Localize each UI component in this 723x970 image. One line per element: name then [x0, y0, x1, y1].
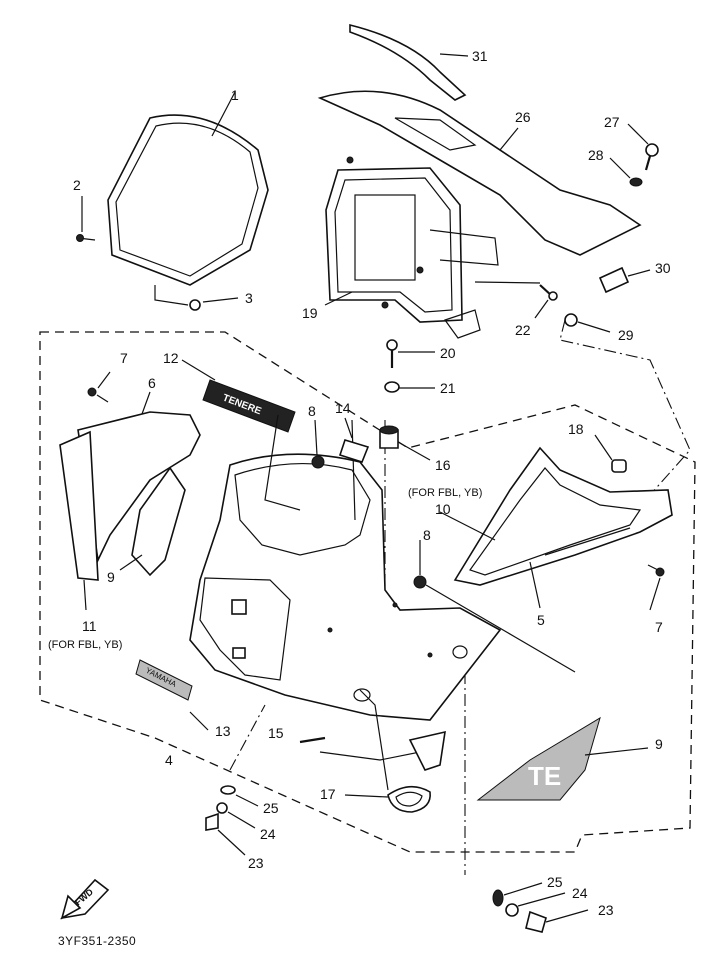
callout-22: 22: [515, 322, 531, 338]
callout-28: 28: [588, 147, 604, 163]
yamaha-emblem: YAMAHA: [135, 659, 209, 731]
callout-18: 18: [568, 421, 584, 437]
windshield: [107, 91, 269, 286]
damper-16: [379, 425, 431, 461]
callout-10: 10: [435, 501, 451, 517]
fwd-arrow-icon: FWD: [60, 878, 110, 920]
washer-28: [609, 157, 643, 187]
callout-23-right: 23: [598, 902, 614, 918]
callout-24-right: 24: [572, 885, 588, 901]
callout-9-right: 9: [655, 736, 663, 752]
callout-15: 15: [268, 725, 284, 741]
callout-7-right: 7: [655, 619, 663, 635]
tenere-emblem: TENERE: [181, 359, 296, 433]
nut-8-lower: [413, 540, 576, 673]
bolt-18: [594, 434, 627, 473]
callout-12: 12: [163, 350, 179, 366]
screw-20: [386, 339, 435, 368]
callout-21: 21: [440, 380, 456, 396]
callout-8-upper: 8: [308, 403, 316, 419]
main-cowling-4: [189, 414, 502, 721]
note-fbl-yb-left: (FOR FBL, YB): [48, 639, 122, 651]
callout-23-left: 23: [248, 855, 264, 871]
side-cover-11: [59, 430, 99, 611]
callout-20: 20: [440, 345, 456, 361]
side-cover-10: [453, 446, 673, 586]
callout-8-lower: 8: [423, 527, 431, 543]
decal-text: TE: [528, 761, 561, 791]
screw-27: [627, 123, 659, 171]
fastener-set-left: [205, 785, 259, 856]
callout-6: 6: [148, 375, 156, 391]
inner-panel-26: [317, 90, 642, 256]
bracket: [408, 730, 446, 771]
screw-7-right: [647, 564, 665, 611]
callout-5: 5: [537, 612, 545, 628]
leader-dashdot-4: [229, 704, 266, 771]
nut-29: [564, 313, 611, 333]
screw-2: [76, 196, 96, 242]
callout-13: 13: [215, 723, 231, 739]
trim-31: [349, 23, 469, 101]
leader-10: [439, 511, 496, 541]
callout-1: 1: [231, 87, 239, 103]
fastener-set-right: [492, 882, 589, 933]
callout-19: 19: [302, 305, 318, 321]
callout-11: 11: [82, 618, 97, 634]
note-fbl-yb-center: (FOR FBL, YB): [408, 487, 482, 499]
decal-9-right: TE: [476, 716, 649, 801]
callout-25-left: 25: [263, 800, 279, 816]
pad-30: [598, 266, 651, 294]
callout-25-right: 25: [547, 874, 563, 890]
diagram-code: 3YF351-2350: [58, 934, 136, 948]
nut-8-upper: [311, 419, 325, 469]
callout-3: 3: [245, 290, 253, 306]
screw-22: [474, 281, 558, 319]
callout-17: 17: [320, 786, 336, 802]
assembly-boundary: [39, 331, 696, 853]
leader-dashdot-1: [559, 319, 691, 496]
stay-bracket: [324, 156, 499, 339]
decal-9-left: [119, 466, 186, 577]
callout-7-left: 7: [120, 350, 128, 366]
grommet-21: [384, 381, 435, 393]
screw-7-left: [87, 371, 111, 403]
callout-9-left: 9: [107, 569, 115, 585]
callout-14: 14: [335, 400, 351, 416]
callout-2: 2: [73, 177, 81, 193]
callout-24-left: 24: [260, 826, 276, 842]
callout-16: 16: [435, 457, 451, 473]
callout-4: 4: [165, 752, 173, 768]
callout-30: 30: [655, 260, 671, 276]
callout-27: 27: [604, 114, 620, 130]
callout-31: 31: [472, 48, 488, 64]
nut-3: [154, 285, 239, 311]
callout-26: 26: [515, 109, 531, 125]
leader-5: [529, 561, 541, 609]
callout-29: 29: [618, 327, 634, 343]
grommet-17: [344, 688, 431, 813]
panel-14: [338, 417, 370, 463]
